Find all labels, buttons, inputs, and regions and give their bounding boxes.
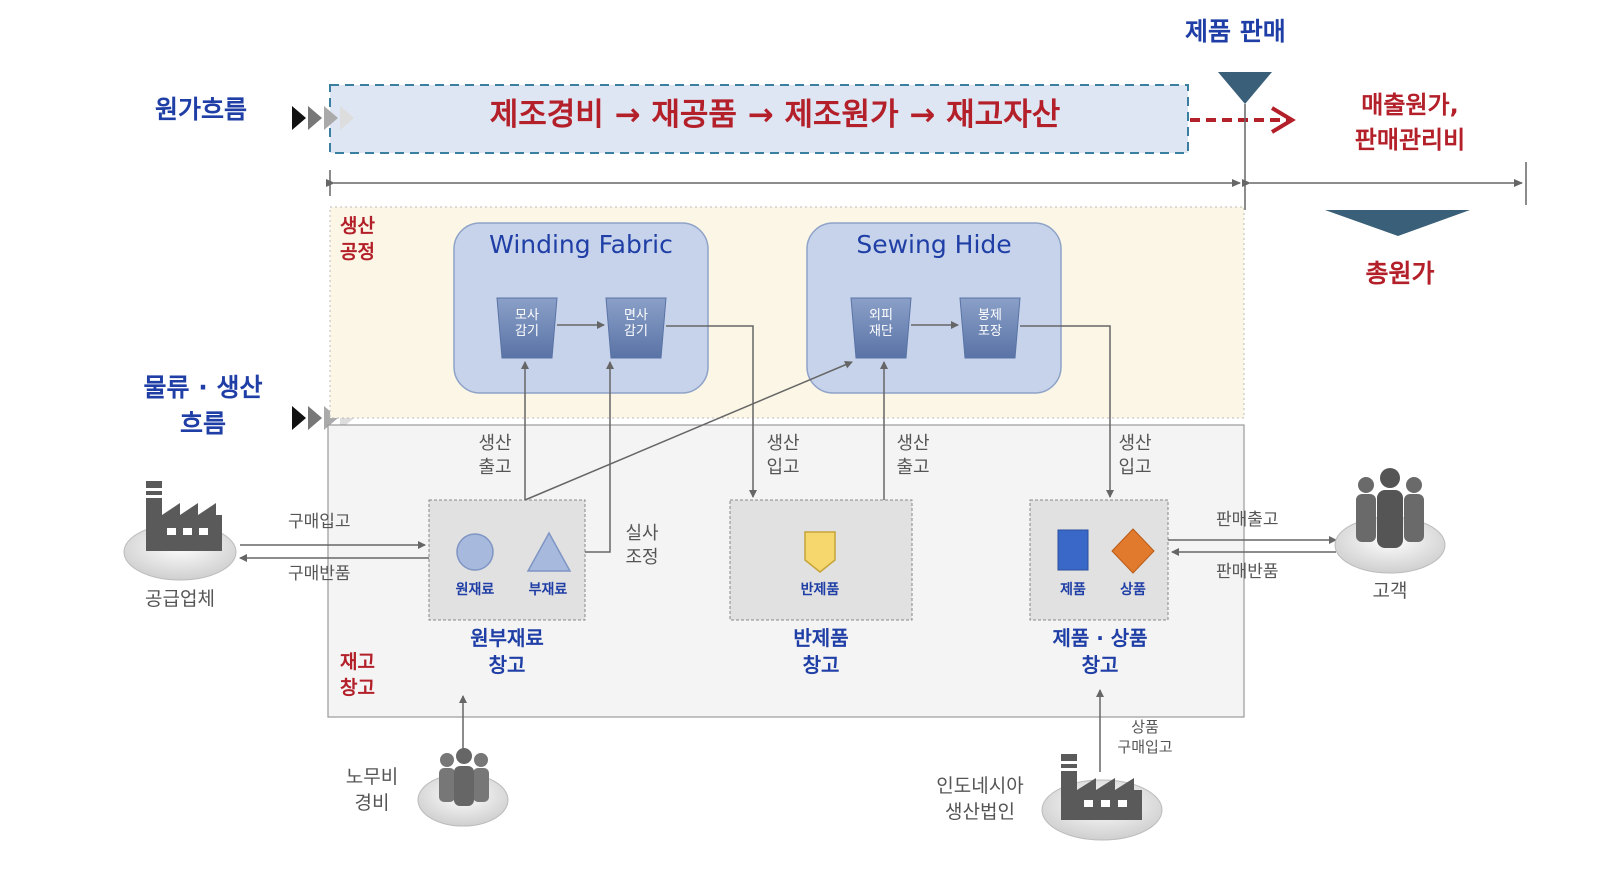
arrow-myeonsa-to-semi [666,325,757,498]
cogs-label: 매출원가, 판매관리비 [1354,91,1466,154]
inventory-section-label: 재고 창고 [340,651,375,699]
step-label-oepi: 외피 재단 [869,308,893,339]
total-cost-wedge [1325,210,1470,236]
sub-material-shape [526,531,572,572]
label-yarn-adjust: 실사 조정 [625,523,659,569]
label-prod-in-1: 생산 입고 [766,433,800,479]
cost-flow-banner-text: 제조경비 → 재공품 → 제조원가 → 재고자산 [489,97,1061,133]
label-purchase-return: 구매반품 [288,564,351,584]
item-label-raw: 원재료 [455,582,495,598]
label-sale-return: 판매반품 [1216,562,1279,582]
warehouse-caption-semi: 반제품 창고 [793,626,849,677]
product-shape [1057,529,1089,571]
group-title-sewing-hide: Sewing Hide [856,230,1012,259]
arrow-bongje-to-finished [1020,325,1114,498]
logistics-flow-label: 물류 · 생산 흐름 [143,373,263,439]
labor-people-icon [417,748,509,827]
sale-label: 제품 판매 [1185,17,1286,46]
step-mosa [496,297,558,359]
step-label-bongje: 봉제 포장 [978,308,1002,339]
step-oepi [850,297,912,359]
supplier-label: 공급업체 [145,588,215,610]
label-purchase-in: 구매입고 [288,512,351,532]
label-prod-out-2: 생산 출고 [896,433,930,479]
supplier-factory-icon [123,481,237,581]
cost-flow-label: 원가흐름 [155,95,248,124]
item-label-semi: 반제품 [800,582,840,598]
labor-label: 노무비 경비 [345,766,399,814]
label-sale-out: 판매출고 [1216,510,1279,530]
group-title-winding-fabric: Winding Fabric [489,230,673,259]
subsidiary-factory-icon [1041,754,1163,841]
step-label-myeonsa: 면사 감기 [624,308,648,339]
label-prod-out-1: 생산 출고 [478,433,512,479]
raw-material-shape [456,533,494,571]
sale-triangle [1218,72,1272,104]
cost-flow-banner [329,84,1189,154]
step-label-mosa: 모사 감기 [515,308,539,339]
arrow-raw-to-myeonsa [585,361,614,553]
warehouse-caption-finished: 제품 · 상품 창고 [1052,626,1148,677]
step-bongje [959,297,1021,359]
arrow-raw-to-sewing [524,361,853,501]
subsidiary-label: 인도네시아 생산법인 [936,775,1024,823]
item-label-goods: 상품 [1120,582,1146,598]
production-section-label: 생산 공정 [340,215,375,263]
total-cost-label: 총원가 [1365,259,1435,288]
customer-label: 고객 [1372,580,1408,602]
label-prod-in-2: 생산 입고 [1118,433,1152,479]
goods-shape [1111,528,1155,574]
warehouse-finished [1029,499,1169,621]
warehouse-caption-raw: 원부재료 창고 [470,626,544,677]
step-myeonsa [605,297,667,359]
item-label-product: 제품 [1060,582,1086,598]
item-label-sub: 부재료 [528,582,568,598]
label-goods-purchase-in: 상품 구매입고 [1117,718,1173,757]
cost-flow-chevrons [292,106,354,130]
semi-product-shape [804,531,836,573]
customer-people-icon [1334,468,1446,574]
